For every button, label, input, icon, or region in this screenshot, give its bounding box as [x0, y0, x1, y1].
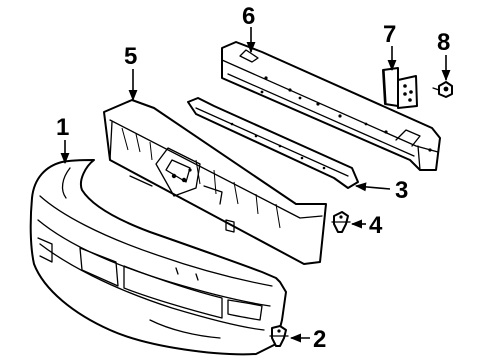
callout-labels: 1 2 3 4 5 6 7 8 — [56, 3, 450, 353]
callout-3: 3 — [395, 177, 408, 204]
callout-5: 5 — [124, 43, 137, 70]
callout-1: 1 — [56, 114, 69, 141]
callout-6: 6 — [242, 3, 255, 30]
cover-screw — [269, 325, 289, 347]
callout-7: 7 — [383, 21, 396, 48]
push-clip — [331, 211, 351, 233]
leader-3 — [354, 182, 391, 192]
callout-4: 4 — [369, 212, 383, 239]
energy-absorber — [103, 99, 327, 265]
leader-lines — [60, 27, 451, 343]
callout-8: 8 — [437, 29, 450, 56]
bracket — [382, 67, 418, 109]
mounting-strip — [187, 97, 359, 189]
bolt — [432, 81, 453, 98]
callout-2: 2 — [313, 326, 326, 353]
